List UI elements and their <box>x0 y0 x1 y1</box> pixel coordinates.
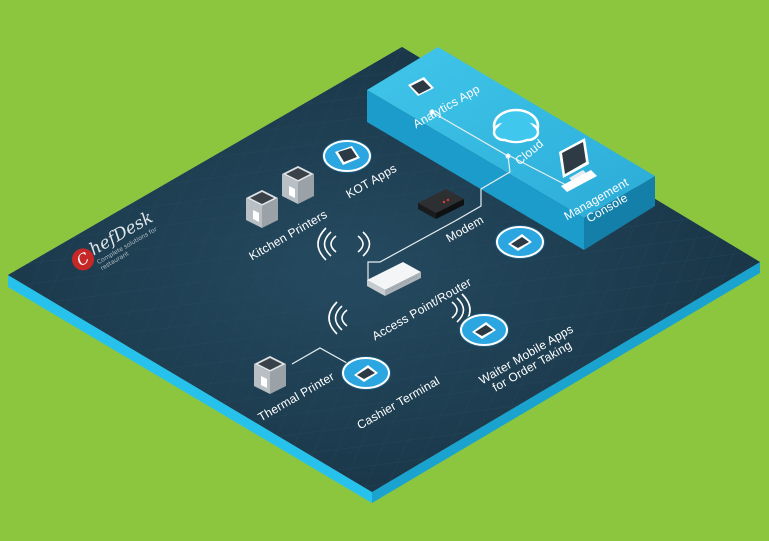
thermal-printer-icon <box>254 356 286 394</box>
router-icon <box>367 262 421 296</box>
cashier-terminal-tablet-icon <box>341 356 391 390</box>
tablet-icon <box>495 225 545 259</box>
kitchen-printer-icon <box>282 166 314 204</box>
connection-lines <box>291 109 571 369</box>
waiter-apps-tablet-icon <box>459 313 509 347</box>
wifi-signal-icon <box>317 227 371 261</box>
kot-apps-tablet-icon <box>322 139 372 173</box>
cloud-icon <box>492 108 540 144</box>
modem-icon <box>418 189 464 219</box>
wifi-signal-icon <box>328 301 348 335</box>
monitor-icon <box>559 138 597 192</box>
analytics-tablet-icon <box>408 77 434 96</box>
kitchen-printer-icon <box>246 190 278 228</box>
